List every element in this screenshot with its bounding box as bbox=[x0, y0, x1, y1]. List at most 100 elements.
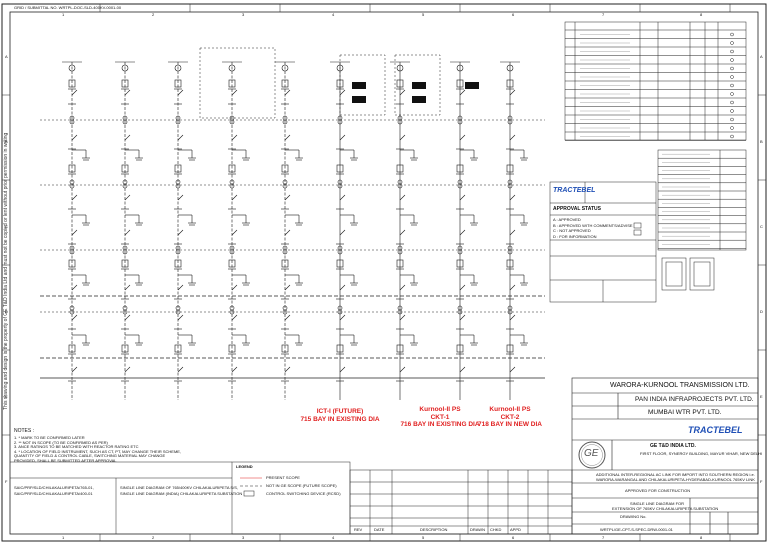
approval-option: C : NOT APPROVED bbox=[553, 228, 591, 233]
title-block bbox=[571, 377, 759, 535]
grid-row-label: C bbox=[5, 224, 8, 229]
grid-column-label: 4 bbox=[332, 12, 335, 17]
grid-column-label: 4 bbox=[332, 535, 335, 540]
grid-row-label: A bbox=[760, 54, 763, 59]
grid-column-label: 8 bbox=[700, 12, 703, 17]
legend-item-rcsd: CONTROL SWITCHING DEVICE (RCSD) bbox=[266, 491, 341, 496]
symbol-table bbox=[564, 21, 747, 141]
bay bbox=[168, 61, 196, 400]
bay-caption-kurnool-ckt1: Kurnool-II PS CKT-1 716 BAY IN EXISTING … bbox=[400, 406, 480, 428]
revision-column-label: APPD bbox=[510, 527, 521, 532]
legend-item-present: PRESENT SCOPE bbox=[266, 475, 300, 480]
grid-column-label: 2 bbox=[152, 12, 155, 17]
bay-caption-kurnool-ckt2: Kurnool-II PS CKT-2 718 BAY IN NEW DIA bbox=[478, 406, 542, 428]
legend-box bbox=[231, 461, 351, 535]
legend-item-future: NOT IN GE SCOPE (FUTURE SCOPE) bbox=[266, 483, 337, 488]
notes-title: NOTES : bbox=[14, 428, 35, 434]
revision-column-label: REV bbox=[354, 527, 363, 532]
grid-column-label: 2 bbox=[152, 535, 155, 540]
grid-row-label: A bbox=[5, 54, 8, 59]
bay bbox=[500, 61, 528, 400]
grid-row-label: D bbox=[760, 309, 763, 314]
grid-row-label: B bbox=[760, 139, 763, 144]
note-line: 4. * LOCATION OF FIELD INSTRUMENT, SUCH … bbox=[14, 448, 182, 454]
drawing-no-label: DRAWING No. bbox=[620, 514, 647, 519]
grid-column-label: 1 bbox=[62, 12, 65, 17]
grid-row-label: F bbox=[760, 479, 763, 484]
grid-ticks bbox=[2, 4, 766, 541]
grid-column-label: 3 bbox=[242, 535, 245, 540]
bay bbox=[275, 61, 303, 400]
note-line: 2. ** NOT IN SCOPE (TO BE CONFIRMED AS P… bbox=[14, 439, 108, 445]
legend-title: LEGEND bbox=[236, 464, 253, 469]
relay-blocks bbox=[352, 82, 479, 103]
owner-engineer-name: PAN INDIA INFRAPROJECTS PVT. LTD. bbox=[635, 396, 754, 403]
revision-table bbox=[349, 469, 573, 535]
equipment-table bbox=[657, 149, 747, 251]
manufacturer-address: FIRST FLOOR, SYNERGY BUILDING, MAYUR VIH… bbox=[640, 451, 763, 456]
tractebel-logo-small: TRACTEBEL bbox=[553, 187, 596, 194]
grid-row-label: F bbox=[5, 479, 8, 484]
grid-column-label: 5 bbox=[422, 12, 425, 17]
top-bay-boxes bbox=[199, 47, 441, 119]
manufacturer-name: GE T&D INDIA LTD. bbox=[650, 443, 696, 449]
grid-column-label: 7 bbox=[602, 535, 605, 540]
note-line: QUANTITY OF FIELD & CONTROL CABLE, SWITC… bbox=[14, 453, 166, 459]
grid-column-label: 1 bbox=[62, 535, 65, 540]
grid-column-label: 7 bbox=[602, 12, 605, 17]
bay bbox=[450, 61, 478, 400]
bay-diagrams bbox=[40, 47, 545, 400]
project-line-1: ADDITIONAL INTER-REGIONAL AC LINK FOR IM… bbox=[596, 472, 755, 477]
ref-doc-2: SAIC/PRP/SLD/CHILAKALURIPETA/400-01 bbox=[14, 491, 93, 496]
revision-column-label: DESCRIPTION bbox=[420, 527, 448, 532]
project-line-2: WARORA-WARANGAL AND CHILAKALURIPETA-HYDE… bbox=[596, 477, 755, 482]
grid-column-label: 5 bbox=[422, 535, 425, 540]
bay bbox=[115, 61, 143, 400]
ge-logo: GE bbox=[584, 448, 599, 459]
owner-name: WARORA-KURNOOL TRANSMISSION LTD. bbox=[610, 382, 750, 389]
ge-logo-circle bbox=[578, 441, 606, 469]
grid-column-label: 6 bbox=[512, 535, 515, 540]
tractebel-logo: TRACTEBEL bbox=[688, 425, 743, 435]
bay-caption-ict: ICT-I (FUTURE) 715 BAY IN EXISTING DIA bbox=[300, 408, 380, 423]
revision-column-label: DRAWN bbox=[470, 527, 485, 532]
outer-frame bbox=[1, 3, 767, 542]
grid-row-label: E bbox=[5, 394, 8, 399]
bay bbox=[222, 61, 250, 400]
revision-column-label: CHKD bbox=[490, 527, 502, 532]
ref-title-2: SINGLE LINE DIAGRAM (INDIA) CHILAKALURIP… bbox=[120, 491, 243, 496]
grid-row-label: C bbox=[760, 224, 763, 229]
notes-box bbox=[10, 461, 232, 534]
drawing-title-1: SINGLE LINE DIAGRAM FOR bbox=[630, 501, 685, 506]
ref-title-1: SINGLE LINE DIAGRAM OF 765/400KV CHILAKA… bbox=[120, 485, 238, 490]
ref-doc-1: SAIC/PRP/SLD/CHILAKALURIPETA/765-01, bbox=[14, 485, 94, 490]
scheme-status: APPROVED FOR CONSTRUCTION bbox=[625, 488, 691, 493]
approval-option: A : APPROVED bbox=[553, 217, 581, 222]
contractor-name: MUMBAI WTR PVT. LTD. bbox=[648, 409, 722, 416]
note-line: 3. ANCE RATINGS TO BE MATCHED WITH REACT… bbox=[14, 444, 139, 450]
dia-links bbox=[40, 119, 545, 313]
header-ref: GRID / SUBMITTAL NO. WRTPL-DOC-SLD-400KV… bbox=[14, 5, 122, 10]
drawing-title-2: EXTENSION OF 765KV CHILAKALURIPETA SUBST… bbox=[612, 506, 719, 511]
approval-block bbox=[549, 181, 657, 303]
note-line: PROVIDED, SHALL BE SUBMITTED AFTER APPRO… bbox=[14, 457, 117, 463]
bay bbox=[62, 61, 90, 400]
bay bbox=[390, 61, 418, 400]
approval-option: D : FOR INFORMATION bbox=[553, 233, 597, 239]
busbars bbox=[40, 295, 545, 379]
grid-column-label: 6 bbox=[512, 12, 515, 17]
grid-row-label: E bbox=[760, 394, 763, 399]
stamp-boxes bbox=[661, 257, 715, 291]
drawing-number: WRTPL/GE-CPT-S-SPEC-DRW-0001-01 bbox=[600, 527, 673, 532]
approval-option: B : APPROVED WITH COMMENTS/ADVISE bbox=[553, 222, 633, 228]
grid-row-label: D bbox=[5, 309, 8, 314]
grid-row-label: B bbox=[5, 139, 8, 144]
approval-title: APPROVAL STATUS bbox=[553, 206, 601, 212]
grid-column-label: 3 bbox=[242, 12, 245, 17]
grid-column-label: 8 bbox=[700, 535, 703, 540]
side-property-note: This drawing and design is the property … bbox=[3, 132, 9, 410]
revision-column-label: DATE bbox=[374, 527, 385, 532]
note-line: 1. * MARK TO BE CONFIRMED LATER bbox=[14, 435, 85, 440]
